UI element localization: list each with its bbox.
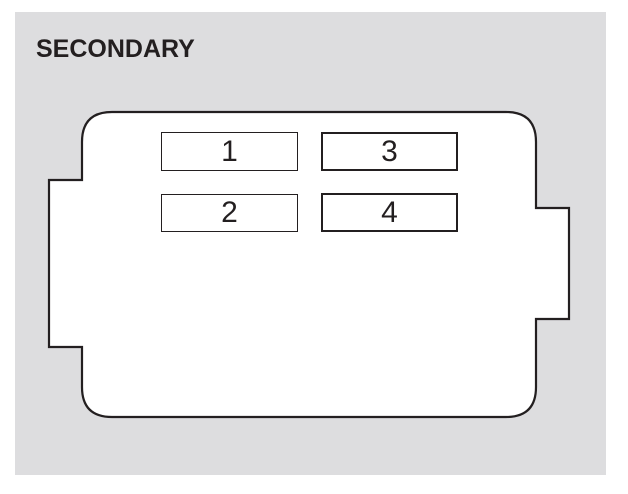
fuse-slot-2: 2: [161, 194, 298, 232]
fuse-label-4: 4: [381, 195, 398, 229]
fuse-slot-3: 3: [321, 132, 458, 171]
diagram-title: SECONDARY: [36, 35, 195, 63]
fuse-label-1: 1: [221, 134, 238, 168]
fuse-slot-1: 1: [161, 132, 298, 171]
fuse-label-3: 3: [381, 134, 398, 168]
fuse-slot-4: 4: [321, 193, 458, 232]
fuse-label-2: 2: [221, 196, 238, 229]
